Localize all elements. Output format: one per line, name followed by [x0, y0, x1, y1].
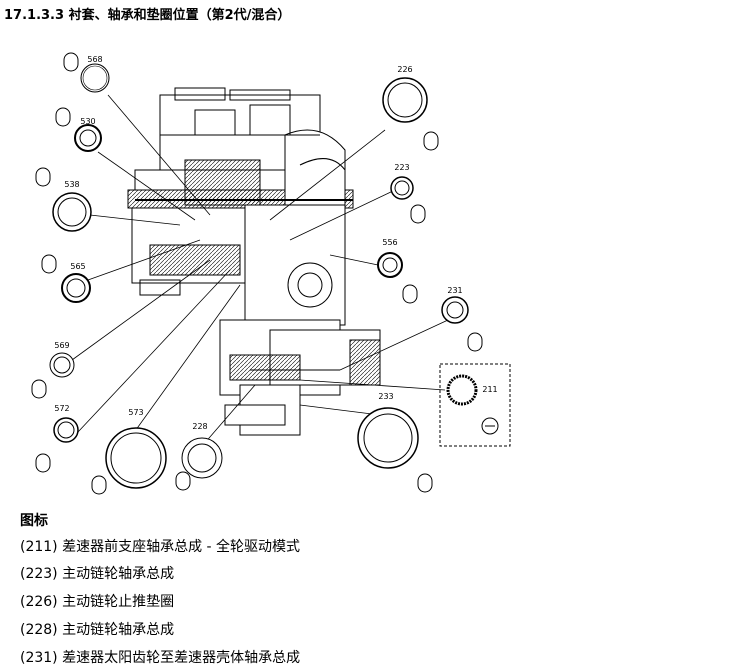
callout-538: 538	[35, 167, 92, 232]
callout-568: 568	[63, 52, 110, 93]
callout-label: 226	[397, 65, 412, 74]
callout-label: 572	[54, 404, 69, 413]
transmission-exploded-diagram: 568 530 538 565 569 572 573	[31, 52, 511, 495]
legend-heading: 图标	[20, 513, 48, 529]
callout-label: 573	[128, 408, 143, 417]
callout-530: 530	[55, 107, 102, 152]
callout-233: 233	[357, 392, 433, 493]
callout-label: 556	[382, 238, 397, 247]
callout-label: 223	[394, 163, 409, 172]
callout-label: 568	[87, 55, 102, 64]
legend-item: (211) 差速器前支座轴承总成 - 全轮驱动模式	[20, 539, 301, 555]
transmission-housing	[127, 87, 381, 436]
callout-label: 231	[447, 286, 462, 295]
callout-label: 538	[64, 180, 79, 189]
callout-211: 211	[439, 363, 511, 447]
legend-item: (223) 主动链轮轴承总成	[20, 566, 175, 582]
callout-226: 226	[382, 65, 439, 151]
callout-573: 573	[91, 408, 167, 495]
callout-label: 530	[80, 117, 95, 126]
legend-item: (228) 主动链轮轴承总成	[20, 622, 175, 638]
legend-item: (226) 主动链轮止推垫圈	[20, 594, 175, 610]
callout-569: 569	[31, 341, 75, 399]
callout-231: 231	[441, 286, 483, 352]
callout-label: 565	[70, 262, 85, 271]
leader-lines	[71, 94, 449, 453]
callout-556: 556	[377, 238, 418, 304]
callout-label: 211	[482, 385, 497, 394]
callout-label: 569	[54, 341, 69, 350]
callout-572: 572	[35, 404, 79, 473]
page-title: 17.1.3.3 衬套、轴承和垫圈位置（第2代/混合）	[4, 8, 291, 23]
callout-label: 233	[378, 392, 393, 401]
callout-223: 223	[390, 163, 426, 224]
callout-565: 565	[41, 254, 91, 303]
callout-label: 228	[192, 422, 207, 431]
callout-228: 228	[175, 422, 223, 491]
legend-item: (231) 差速器太阳齿轮至差速器壳体轴承总成	[20, 650, 301, 666]
